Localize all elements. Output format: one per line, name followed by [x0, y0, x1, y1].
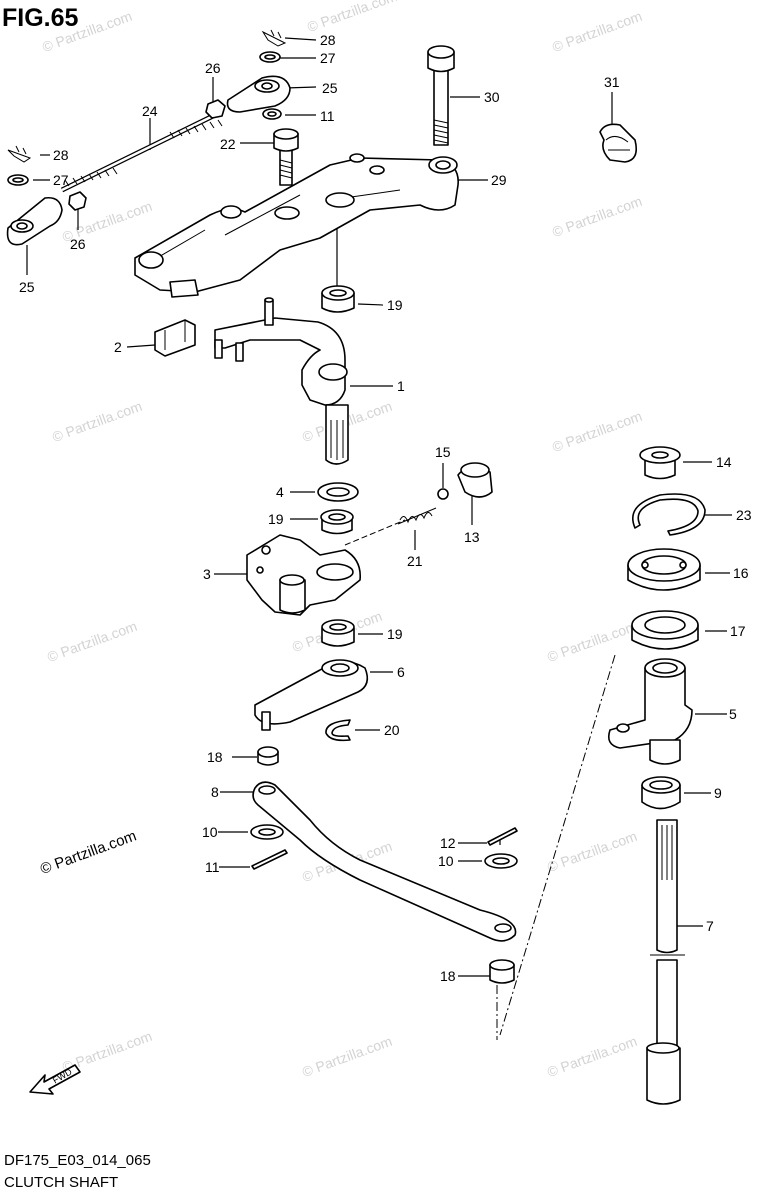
part-11-12-pins [251, 827, 518, 870]
part-18-bushing [257, 746, 515, 984]
callout-23: 23 [736, 507, 752, 523]
callout-17: 17 [730, 623, 746, 639]
part-26-nut [68, 99, 226, 211]
part-8-link [252, 781, 517, 942]
callout-15: 15 [435, 444, 451, 460]
callout-19: 19 [387, 297, 403, 313]
part-5-housing [607, 658, 693, 765]
callout-10: 10 [438, 853, 454, 869]
figure-name: CLUTCH SHAFT [4, 1174, 119, 1191]
part-1-lever [214, 297, 349, 465]
callout-11: 11 [205, 859, 220, 875]
part-19-bushing [321, 285, 355, 313]
part-31-clip [599, 123, 638, 163]
callout-8: 8 [211, 784, 219, 800]
part-19-bushing [321, 619, 355, 647]
part-17-seal [631, 610, 699, 650]
part-19-bushing [320, 509, 354, 535]
part-21-spring [397, 507, 437, 525]
callout-19: 19 [387, 626, 403, 642]
callout-22: 22 [220, 136, 236, 152]
part-29-bracket [134, 153, 459, 298]
part-20-eclip [325, 719, 351, 742]
callout-12: 12 [440, 835, 456, 851]
callout-26: 26 [205, 60, 221, 76]
callout-11: 11 [320, 108, 335, 124]
callout-2: 2 [114, 339, 122, 355]
callout-7: 7 [706, 918, 714, 934]
callout-27: 27 [53, 172, 69, 188]
part-16-bearing [627, 548, 701, 591]
callout-30: 30 [484, 89, 500, 105]
callout-19: 19 [268, 511, 284, 527]
callout-5: 5 [729, 706, 737, 722]
callout-18: 18 [207, 749, 223, 765]
dashed-guides [336, 225, 616, 1040]
part-4-washer [317, 482, 359, 502]
part-10-washer [250, 824, 518, 869]
callout-13: 13 [464, 529, 480, 545]
callout-16: 16 [733, 565, 749, 581]
part-25-ball-joint [6, 75, 291, 246]
part-2-clip [154, 319, 196, 357]
fwd-arrow [29, 1064, 81, 1095]
callout-27: 27 [320, 50, 336, 66]
part-30-bolt [427, 45, 455, 146]
figure-code: DF175_E03_014_065 [4, 1152, 151, 1169]
part-27-28-clips [7, 29, 287, 186]
callout-24: 24 [142, 103, 158, 119]
part-14-plug [639, 446, 681, 480]
callout-25: 25 [19, 279, 35, 295]
part-13-sleeve [457, 462, 493, 498]
leader-lines [26, 37, 732, 977]
callout-10: 10 [202, 824, 218, 840]
callout-3: 3 [203, 566, 211, 582]
callout-1: 1 [397, 378, 405, 394]
callout-26: 26 [70, 236, 86, 252]
part-22-bolt [273, 128, 299, 186]
part-6-arm [254, 659, 369, 731]
callout-31: 31 [604, 74, 620, 90]
callout-29: 29 [491, 172, 507, 188]
part-9-bushing [641, 776, 681, 810]
part-3-holder [246, 534, 362, 616]
part-7-shaft [646, 819, 685, 1105]
callout-25: 25 [322, 80, 338, 96]
callout-28: 28 [53, 147, 69, 163]
callout-4: 4 [276, 484, 284, 500]
callout-9: 9 [714, 785, 722, 801]
callout-20: 20 [384, 722, 400, 738]
figure-title: FIG.65 [2, 4, 79, 32]
part-23-circlip [632, 493, 706, 536]
callout-18: 18 [440, 968, 456, 984]
callout-28: 28 [320, 32, 336, 48]
part-24-rod [60, 112, 223, 193]
callout-14: 14 [716, 454, 732, 470]
callout-21: 21 [407, 553, 423, 569]
callout-6: 6 [397, 664, 405, 680]
part-15-ball [437, 488, 449, 500]
